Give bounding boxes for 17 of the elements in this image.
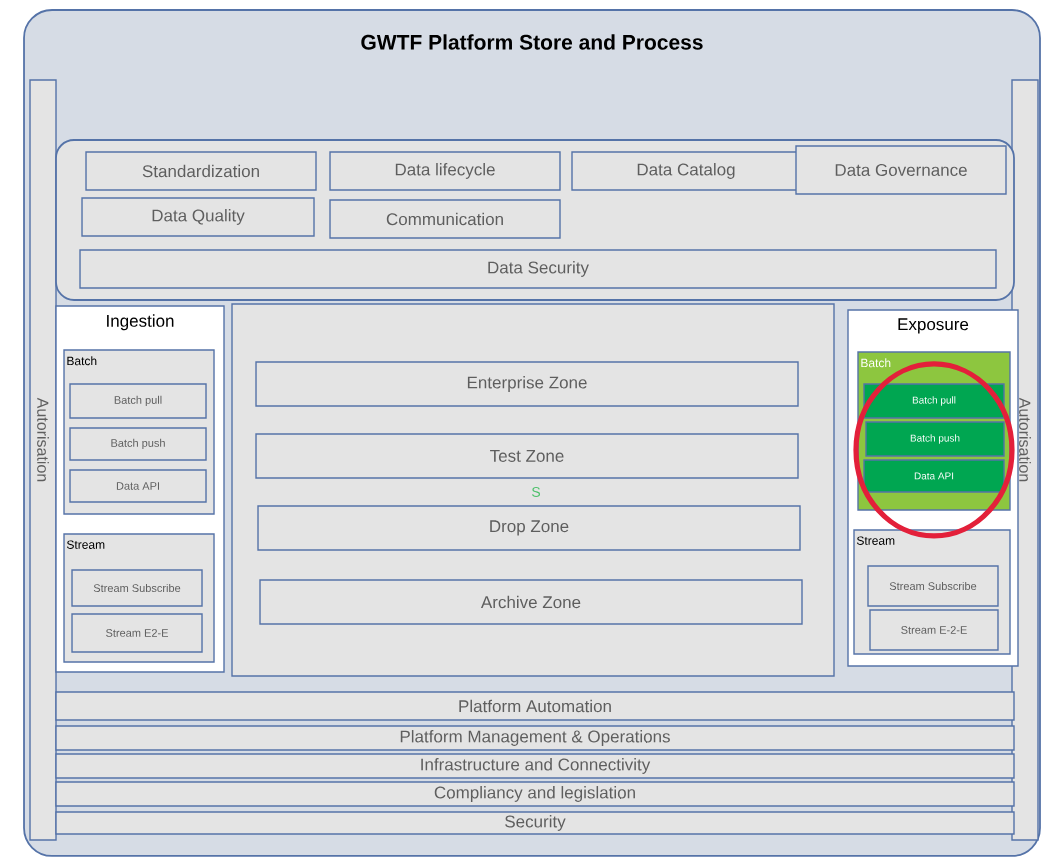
layer-bar: Platform Management & Operations: [55, 725, 1015, 751]
layer-bar: Compliancy and legislation: [55, 781, 1015, 807]
layer-bar: Infrastructure and Connectivity: [55, 753, 1015, 779]
capability-box: Standardization: [85, 151, 317, 191]
zone-box: Enterprise Zone: [255, 361, 799, 407]
capability-box: Communication: [329, 199, 561, 239]
zone-box: Archive Zone: [259, 579, 803, 625]
layer-bar: Platform Automation: [55, 691, 1015, 721]
capability-box: Data Catalog: [571, 151, 801, 191]
capability-box: Data Quality: [81, 197, 315, 237]
capability-box: Data Governance: [795, 145, 1007, 195]
zone-box: Test Zone: [255, 433, 799, 479]
zone-box: Drop Zone: [257, 505, 801, 551]
capability-box: Data lifecycle: [329, 151, 561, 191]
layer-bar: Security: [55, 811, 1015, 835]
side-bar: Autorisation: [29, 79, 57, 841]
capability-box: Data Security: [79, 249, 997, 289]
